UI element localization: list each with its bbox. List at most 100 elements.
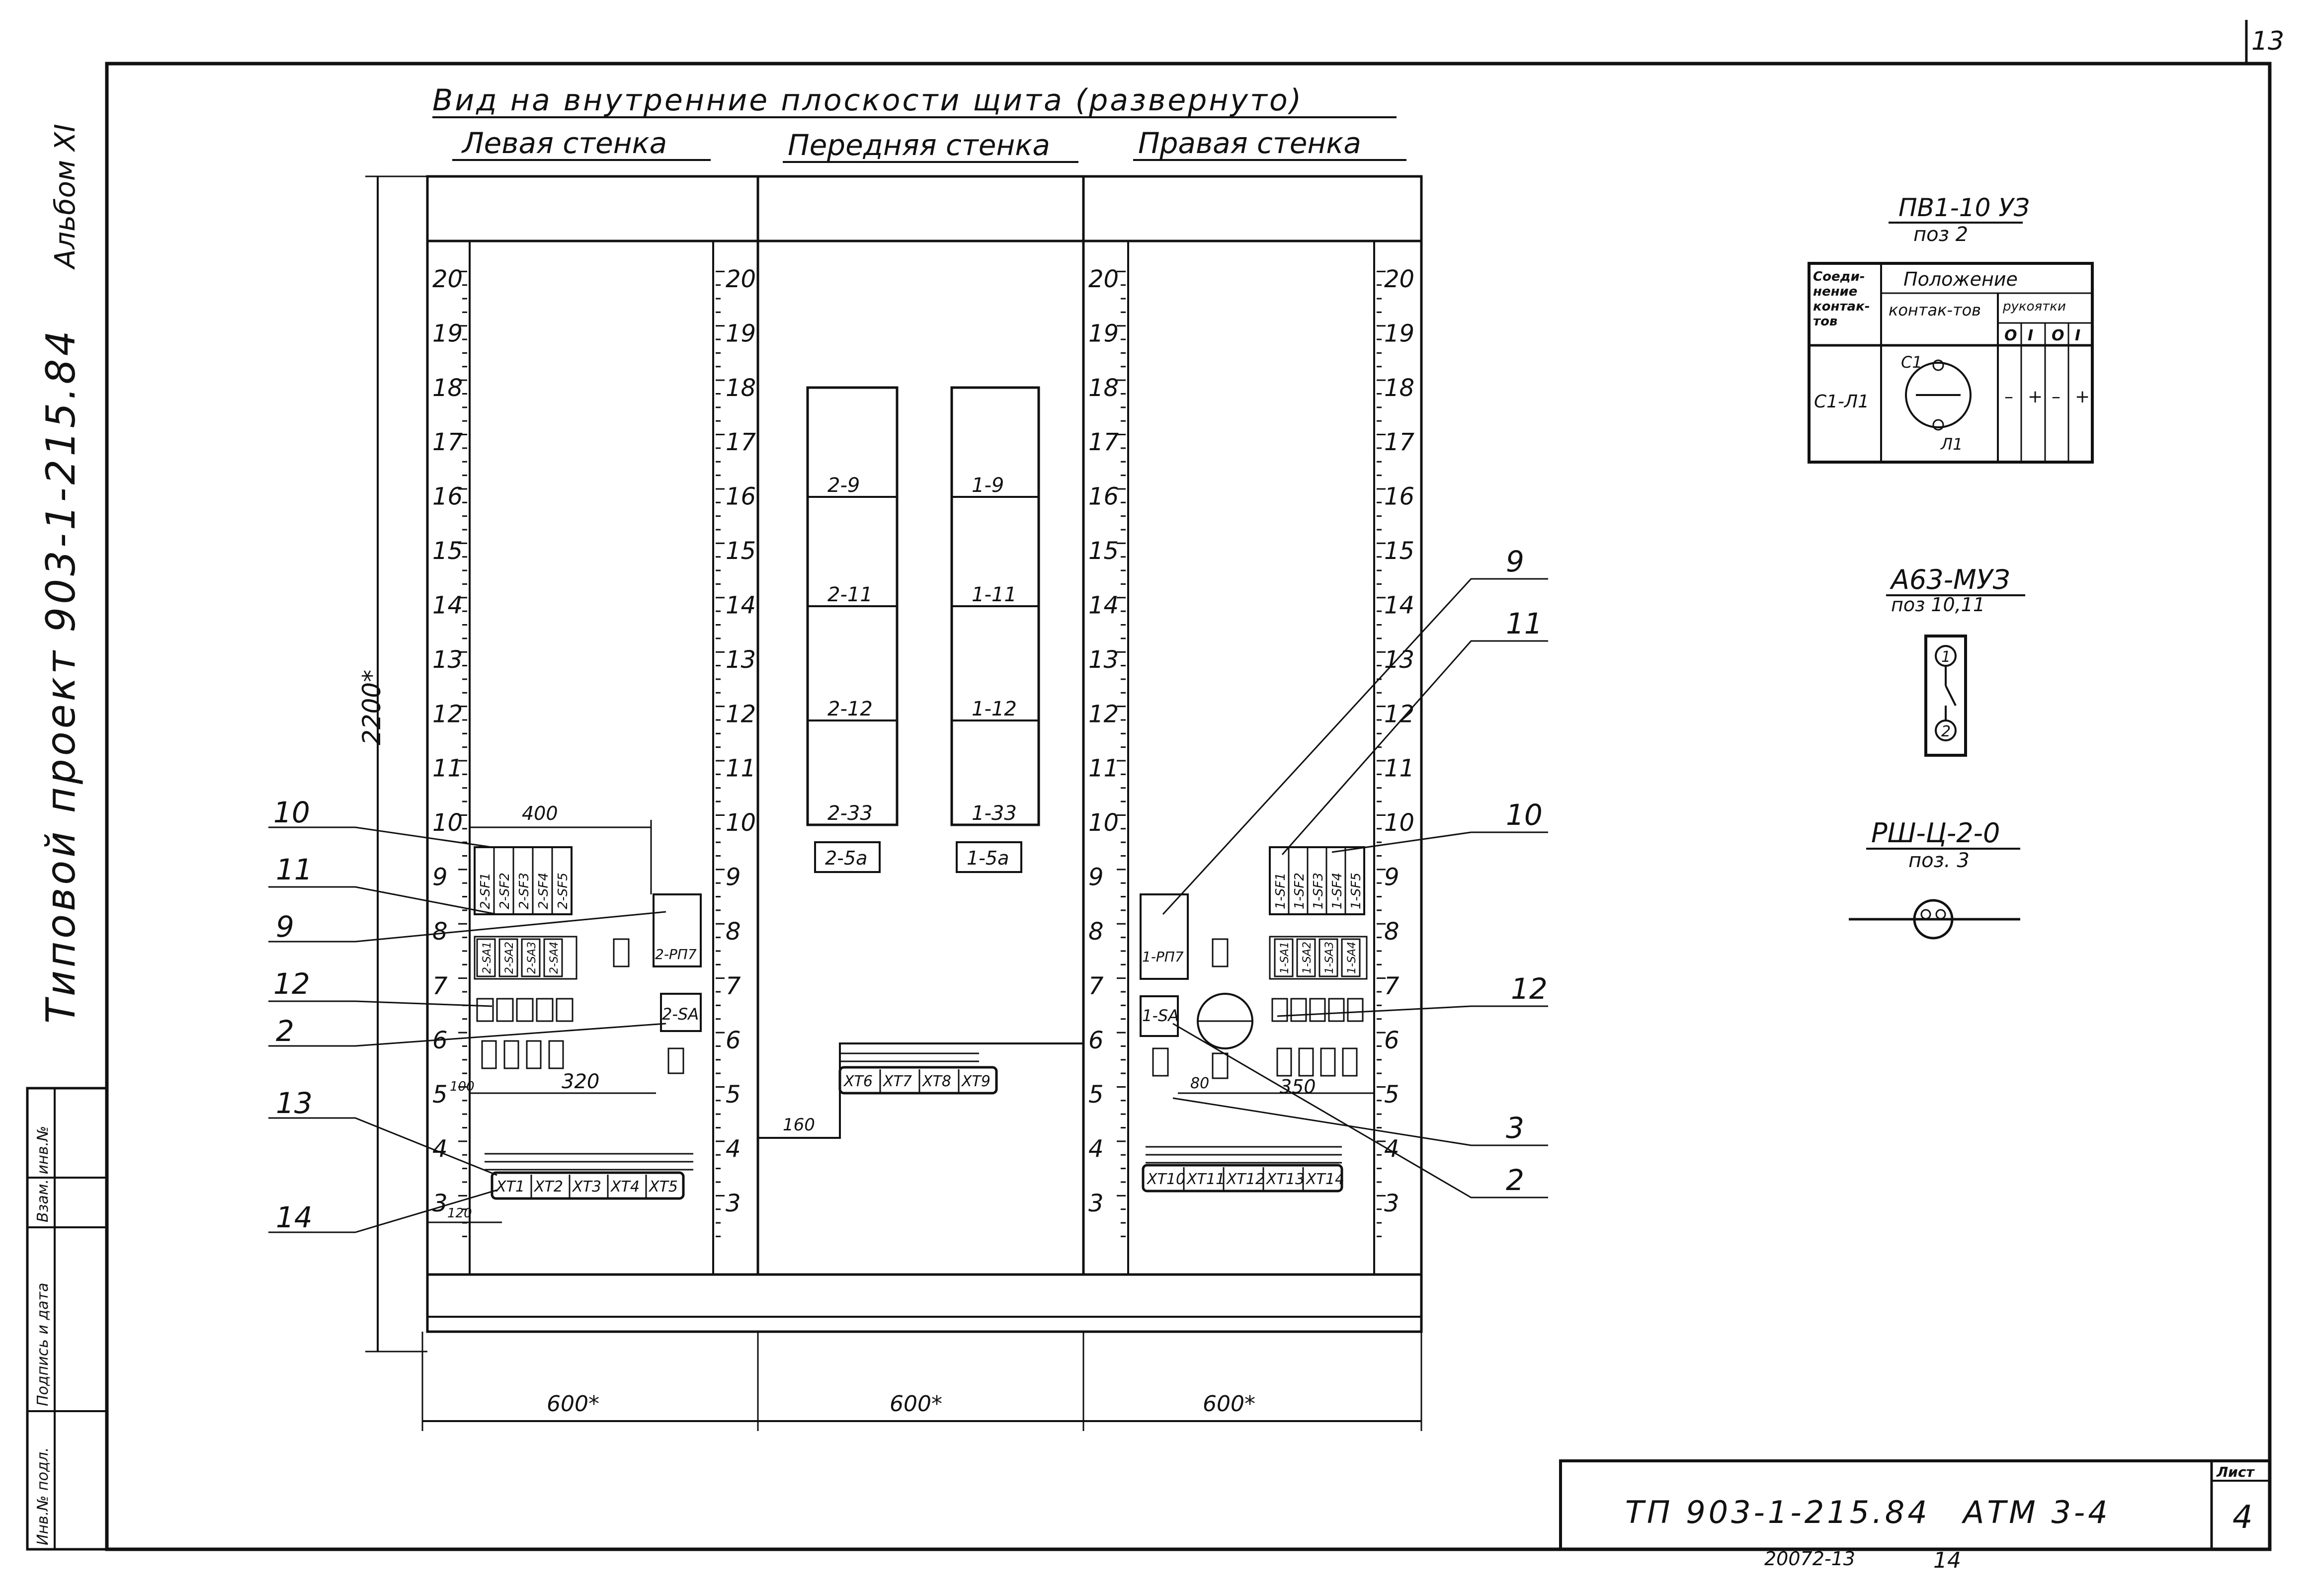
terminal-label: XT9 [961,1073,990,1090]
terminal-label: XT1 [495,1178,525,1196]
front-label-2-5a: 2-5а [825,847,867,869]
stamp-signature-cell: Подпись и дата [34,1283,52,1407]
scale-number: 7 [1088,972,1104,1000]
switch-label: 1-SA1 [1279,942,1291,974]
right-relay-label: 1-РП7 [1142,949,1184,965]
scale-number: 6 [726,1027,741,1054]
switch-table-col-contacts: контак-тов [1889,301,1981,319]
switch-block [1318,938,1338,977]
callout-9-right: 9 [1506,545,1524,578]
switch-block [1296,938,1316,977]
panel-label: 2-9 [827,474,860,497]
height-dim-label: 2200* [357,670,386,745]
scale-number: 16 [726,483,756,511]
panel-label: 1-9 [972,474,1004,497]
terminal-block-small [1347,998,1364,1022]
breaker-symbol-title: А63-МУЗ [1890,564,2010,595]
height-dimension: 2200* [357,175,427,1353]
terminal-label: XT4 [610,1178,640,1196]
right-callouts: 9 11 10 12 3 2 [1162,545,1548,1198]
right-dim-350: 350 [1280,1076,1316,1098]
scale-number: 4 [1088,1135,1104,1163]
scale-number: 17 [1088,428,1119,456]
breaker-terminal-2: 2 [1941,723,1951,740]
scale-number: 16 [1384,483,1414,511]
switch-block [1274,938,1294,977]
album-label: Альбом XI [49,124,82,270]
scale-number: 12 [1088,700,1119,728]
front-wall-title: Передняя стенка [788,128,1050,162]
scale-number: 15 [1088,537,1119,565]
fuse-block [548,1040,564,1069]
left-callouts: 10 11 9 12 2 13 14 [268,796,666,1234]
scale-number: 18 [1088,374,1119,402]
scale-number: 17 [432,428,463,456]
scale-number: 15 [726,537,756,565]
scale-number: 8 [1088,918,1104,946]
terminal-label: XT13 [1265,1171,1305,1188]
breaker-label: 2-SF4 [536,873,551,909]
terminal-label: XT8 [921,1073,951,1090]
left-dim-100: 100 [450,1079,475,1094]
page-number: 14 [1933,1548,1961,1573]
breaker-label: 1-SF2 [1292,873,1307,909]
fuse-block [1298,1047,1314,1077]
terminal-block-small [1309,998,1326,1022]
breaker-label: 1-SF4 [1330,873,1345,909]
panel-label: 1-12 [972,698,1017,720]
breaker-label: 1-SF3 [1311,873,1326,909]
scale-number: 7 [432,972,448,1000]
scale-number: 3 [432,1190,448,1217]
scale-number: 19 [1384,319,1414,347]
scale-number: 7 [1384,972,1400,1000]
width-dim-right: 600* [1203,1391,1255,1417]
callout-10-right: 10 [1506,798,1543,832]
scale-number: 10 [1384,809,1414,837]
callout-3-right: 3 [1506,1111,1524,1145]
contact-state-mark: + [2075,387,2090,407]
title-block-sheet-no: 4 [2232,1499,2253,1536]
left-relay-label: 2-РП7 [655,946,697,962]
title-block-sheet-code: АТМ 3-4 [1961,1494,2111,1530]
contact-state-mark: + [2028,387,2043,407]
position-mark: O [2004,327,2017,344]
scale-number: 8 [432,918,448,946]
breaker-symbol-pos: поз 10,11 [1891,594,1985,616]
width-dimensions: 600* 600* 600* [421,1332,1422,1431]
scale-number: 20 [1088,265,1119,293]
position-mark: I [2028,327,2033,344]
scale-number: 20 [726,265,756,293]
scale-number: 11 [432,755,463,783]
stamp-replace-cell: Взам. инв.№ [34,1126,52,1222]
socket-symbol: РШ-Ц-2-0 поз. 3 [1849,817,2020,940]
terminal-block-small [1328,998,1345,1022]
switch-block [543,938,563,977]
callout-11-left: 11 [276,853,313,886]
scale-number: 5 [1384,1081,1400,1109]
callout-9-left: 9 [276,910,294,944]
socket-symbol-pos: поз. 3 [1908,849,1970,872]
fuse-block [503,1040,519,1069]
breaker-label: 1-SF5 [1349,873,1364,909]
scale-number: 11 [726,755,756,783]
scale-number: 14 [432,591,463,619]
scale-number: 8 [1384,918,1400,946]
breaker-label: 2-SF5 [556,873,571,909]
terminal-block-small [1271,998,1288,1022]
scale-number: 4 [432,1135,448,1163]
width-dim-left: 600* [547,1391,599,1417]
front-label-1-5a: 1-5а [967,847,1009,869]
scale-number: 15 [1384,537,1414,565]
position-mark: I [2075,327,2080,344]
scale-number: 18 [726,374,756,402]
fuse-block [1276,1047,1292,1077]
stamp-inventory-cell: Инв.№ подл. [34,1447,52,1545]
panel-label: 2-11 [827,583,873,606]
terminal-label: XT11 [1186,1171,1225,1188]
terminal-block-small [516,998,534,1022]
scale-number: 14 [1088,591,1119,619]
breaker-terminal-1: 1 [1941,648,1951,666]
scale-number: 9 [1384,864,1400,891]
